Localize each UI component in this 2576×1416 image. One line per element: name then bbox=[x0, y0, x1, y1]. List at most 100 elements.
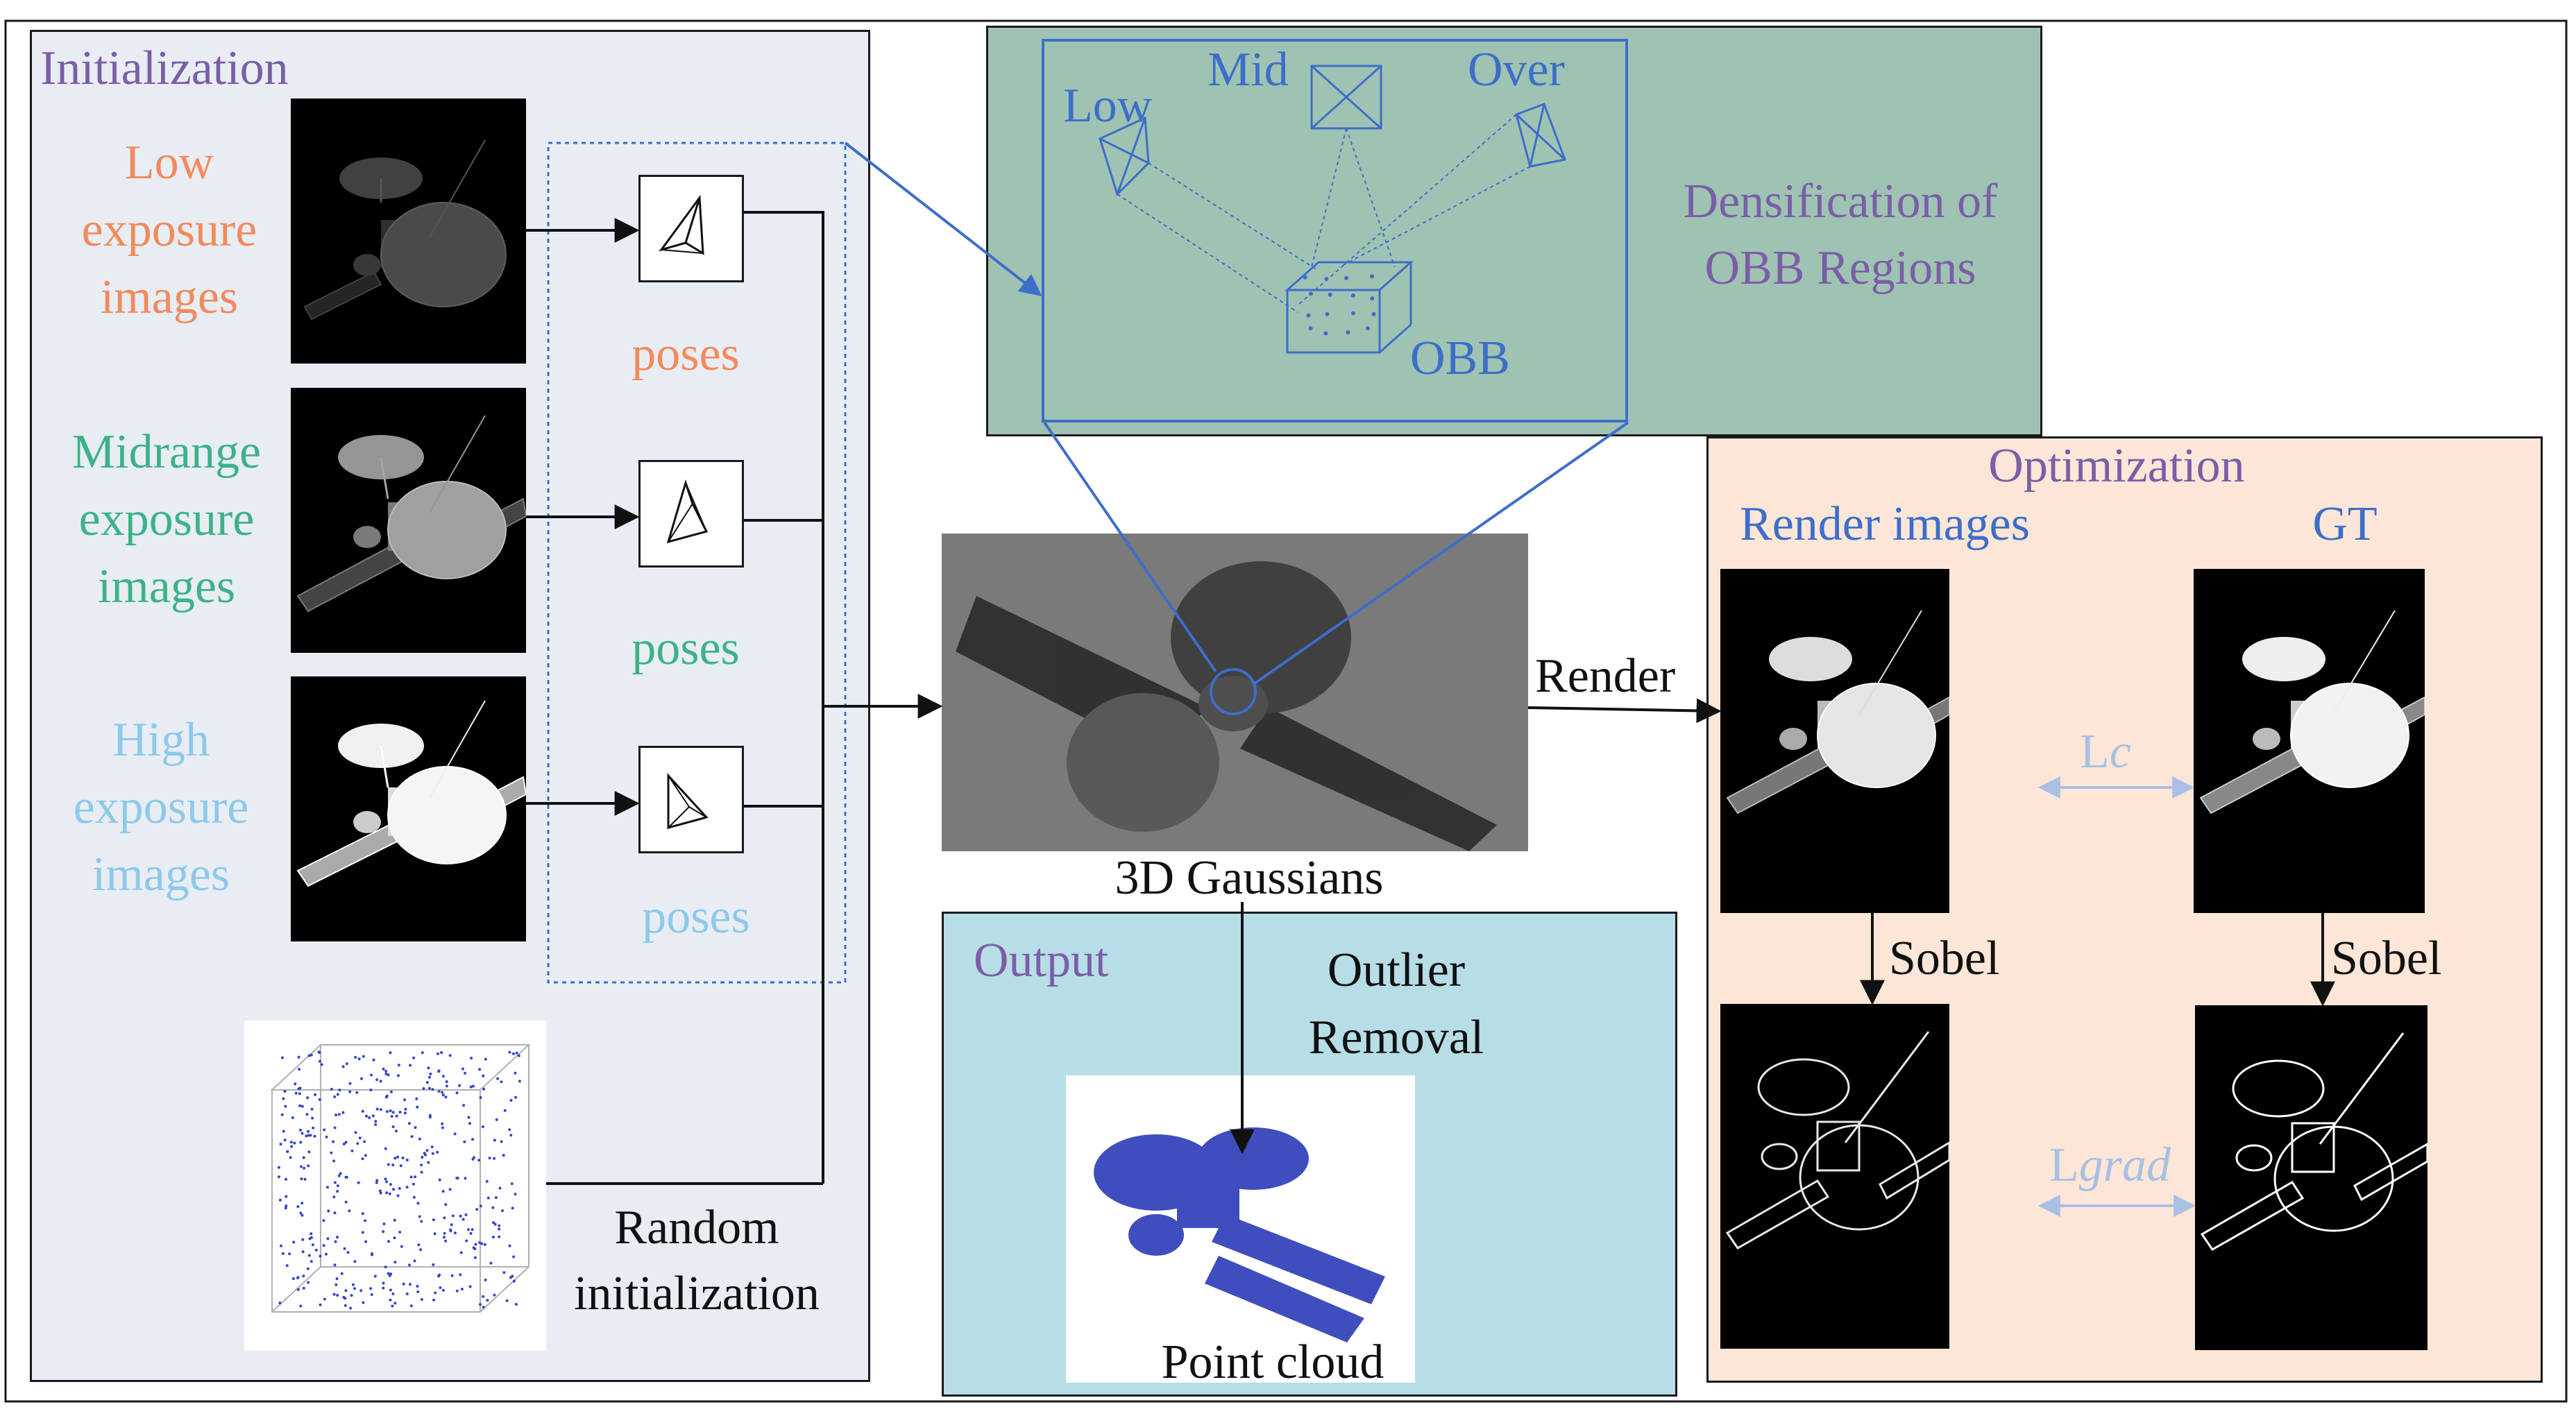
random-point bbox=[371, 1114, 375, 1118]
camera-mid-label: Mid bbox=[1208, 43, 1289, 96]
random-point bbox=[379, 1080, 382, 1083]
random-point bbox=[391, 1125, 395, 1129]
random-point bbox=[378, 1189, 382, 1193]
random-point bbox=[286, 1150, 289, 1153]
random-point bbox=[344, 1297, 347, 1300]
random-point bbox=[441, 1122, 444, 1125]
random-point bbox=[515, 1303, 518, 1306]
random-point bbox=[348, 1090, 352, 1093]
random-point bbox=[418, 1137, 421, 1141]
random-point bbox=[284, 1206, 287, 1210]
random-point bbox=[334, 1114, 338, 1117]
random-point bbox=[518, 1080, 521, 1083]
random-point bbox=[409, 1283, 412, 1286]
random-point bbox=[307, 1164, 310, 1168]
random-point bbox=[294, 1091, 298, 1095]
random-point bbox=[441, 1091, 444, 1094]
random-point bbox=[318, 1051, 321, 1055]
random-point bbox=[459, 1214, 462, 1218]
random-point bbox=[341, 1111, 345, 1114]
random-point bbox=[333, 1095, 337, 1098]
random-point bbox=[395, 1129, 398, 1133]
random-point bbox=[307, 1281, 310, 1284]
random-point bbox=[396, 1155, 400, 1159]
random-point bbox=[413, 1259, 416, 1263]
random-point bbox=[344, 1289, 348, 1293]
random-point bbox=[293, 1141, 296, 1145]
high-exposure-label-1: High bbox=[112, 713, 210, 767]
random-point bbox=[408, 1263, 411, 1267]
random-point bbox=[398, 1187, 401, 1190]
random-point bbox=[375, 1107, 379, 1111]
random-point bbox=[294, 1082, 297, 1086]
random-point bbox=[302, 1156, 305, 1159]
random-point bbox=[498, 1186, 502, 1190]
random-point bbox=[459, 1251, 463, 1254]
random-point bbox=[441, 1075, 445, 1078]
random-point bbox=[479, 1303, 482, 1306]
random-point bbox=[283, 1090, 287, 1093]
random-point bbox=[500, 1140, 503, 1143]
random-point bbox=[427, 1161, 430, 1164]
random-point bbox=[330, 1087, 333, 1091]
random-point bbox=[354, 1131, 357, 1134]
render-images-label: Render images bbox=[1740, 497, 2030, 551]
random-point bbox=[292, 1240, 296, 1244]
random-point bbox=[493, 1138, 496, 1142]
random-point bbox=[289, 1141, 293, 1144]
random-point bbox=[498, 1224, 501, 1227]
random-point bbox=[341, 1065, 345, 1068]
random-point bbox=[403, 1098, 407, 1102]
random-point bbox=[298, 1104, 302, 1107]
random-point bbox=[384, 1177, 387, 1181]
random-point bbox=[432, 1263, 435, 1266]
random-point bbox=[281, 1252, 285, 1255]
random-point bbox=[356, 1142, 359, 1145]
random-point bbox=[357, 1181, 360, 1184]
random-point bbox=[509, 1099, 513, 1102]
random-point bbox=[372, 1058, 375, 1061]
random-point bbox=[349, 1306, 353, 1310]
random-point bbox=[482, 1295, 485, 1298]
random-point bbox=[402, 1282, 405, 1286]
random-point bbox=[384, 1095, 388, 1099]
random-point bbox=[416, 1202, 420, 1205]
random-point bbox=[496, 1077, 500, 1080]
random-point bbox=[441, 1126, 444, 1129]
random-point bbox=[493, 1293, 496, 1297]
random-point bbox=[348, 1082, 352, 1085]
random-point bbox=[326, 1186, 329, 1189]
random-point bbox=[350, 1294, 353, 1297]
3d-gaussians-label: 3D Gaussians bbox=[1115, 851, 1384, 905]
random-point bbox=[296, 1288, 300, 1291]
random-point bbox=[307, 1150, 311, 1154]
random-point bbox=[360, 1077, 363, 1080]
random-point bbox=[433, 1232, 437, 1236]
random-point bbox=[471, 1138, 474, 1141]
random-point bbox=[324, 1252, 328, 1256]
random-point bbox=[336, 1294, 339, 1297]
random-point bbox=[471, 1228, 474, 1231]
outlier-removal-label-1: Outlier bbox=[1327, 944, 1466, 997]
random-point bbox=[491, 1236, 495, 1239]
random-point bbox=[300, 1104, 304, 1108]
random-point bbox=[448, 1188, 452, 1191]
random-point bbox=[460, 1288, 464, 1291]
random-point bbox=[332, 1140, 335, 1143]
random-point bbox=[441, 1093, 445, 1097]
random-point bbox=[385, 1191, 389, 1195]
random-point bbox=[365, 1114, 368, 1118]
random-point bbox=[425, 1081, 429, 1084]
random-point bbox=[346, 1251, 350, 1254]
random-point bbox=[306, 1096, 310, 1100]
random-point bbox=[395, 1114, 398, 1118]
poses-label-2: poses bbox=[632, 622, 740, 675]
random-point bbox=[384, 1069, 388, 1073]
random-point bbox=[359, 1289, 363, 1293]
random-point bbox=[301, 1250, 305, 1254]
random-point bbox=[486, 1299, 489, 1302]
random-point bbox=[502, 1271, 506, 1274]
random-point bbox=[369, 1287, 373, 1290]
random-point bbox=[478, 1068, 482, 1071]
random-point bbox=[442, 1236, 446, 1239]
